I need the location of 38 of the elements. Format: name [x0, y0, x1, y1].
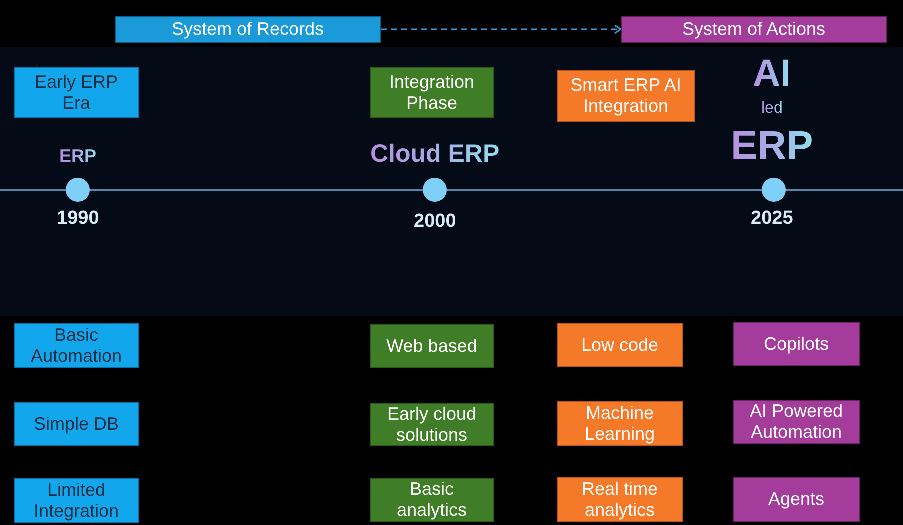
feature-box: [557, 401, 683, 446]
dashed-arrow: [381, 24, 622, 34]
feature-box: [370, 403, 494, 446]
feature-box: [14, 323, 139, 368]
banner-title: System of Actions: [682, 19, 826, 40]
feature-box: [733, 322, 860, 366]
feature-label: Real time analytics: [580, 478, 660, 520]
era-box: [14, 67, 139, 118]
feature-label: AI Powered Automation: [748, 401, 844, 443]
feature-label: Web based: [386, 336, 478, 356]
feature-box: [557, 323, 683, 367]
feature-label: Machine Learning: [584, 402, 656, 444]
feature-box: [557, 477, 683, 522]
feature-label: Basic analytics: [396, 479, 468, 521]
era-label: Integration Phase: [388, 72, 476, 114]
feature-label: Basic Automation: [30, 324, 124, 366]
year-label: 2000: [414, 212, 456, 231]
era-label: Smart ERP AI Integration: [570, 75, 682, 117]
banner-title: System of Records: [172, 19, 324, 40]
era-label: Early ERP Era: [34, 72, 120, 114]
feature-label: Agents: [768, 489, 825, 510]
feature-label: Limited Integration: [32, 480, 120, 522]
feature-box: [14, 402, 139, 446]
feature-box: [14, 478, 139, 523]
feature-box: [370, 478, 494, 522]
feature-box: [733, 400, 860, 444]
year-label: 1990: [57, 209, 100, 228]
feature-box: [733, 477, 860, 522]
feature-label: Simple DB: [34, 414, 120, 434]
era-box: [370, 67, 494, 118]
feature-box: [370, 324, 494, 368]
feature-label: Early cloud solutions: [386, 404, 478, 446]
system-banner: [115, 16, 381, 43]
era-box: [557, 70, 695, 122]
year-label: 2025: [751, 209, 794, 228]
system-banner: [621, 16, 887, 43]
feature-label: Copilots: [764, 334, 830, 354]
feature-label: Low code: [581, 334, 659, 356]
